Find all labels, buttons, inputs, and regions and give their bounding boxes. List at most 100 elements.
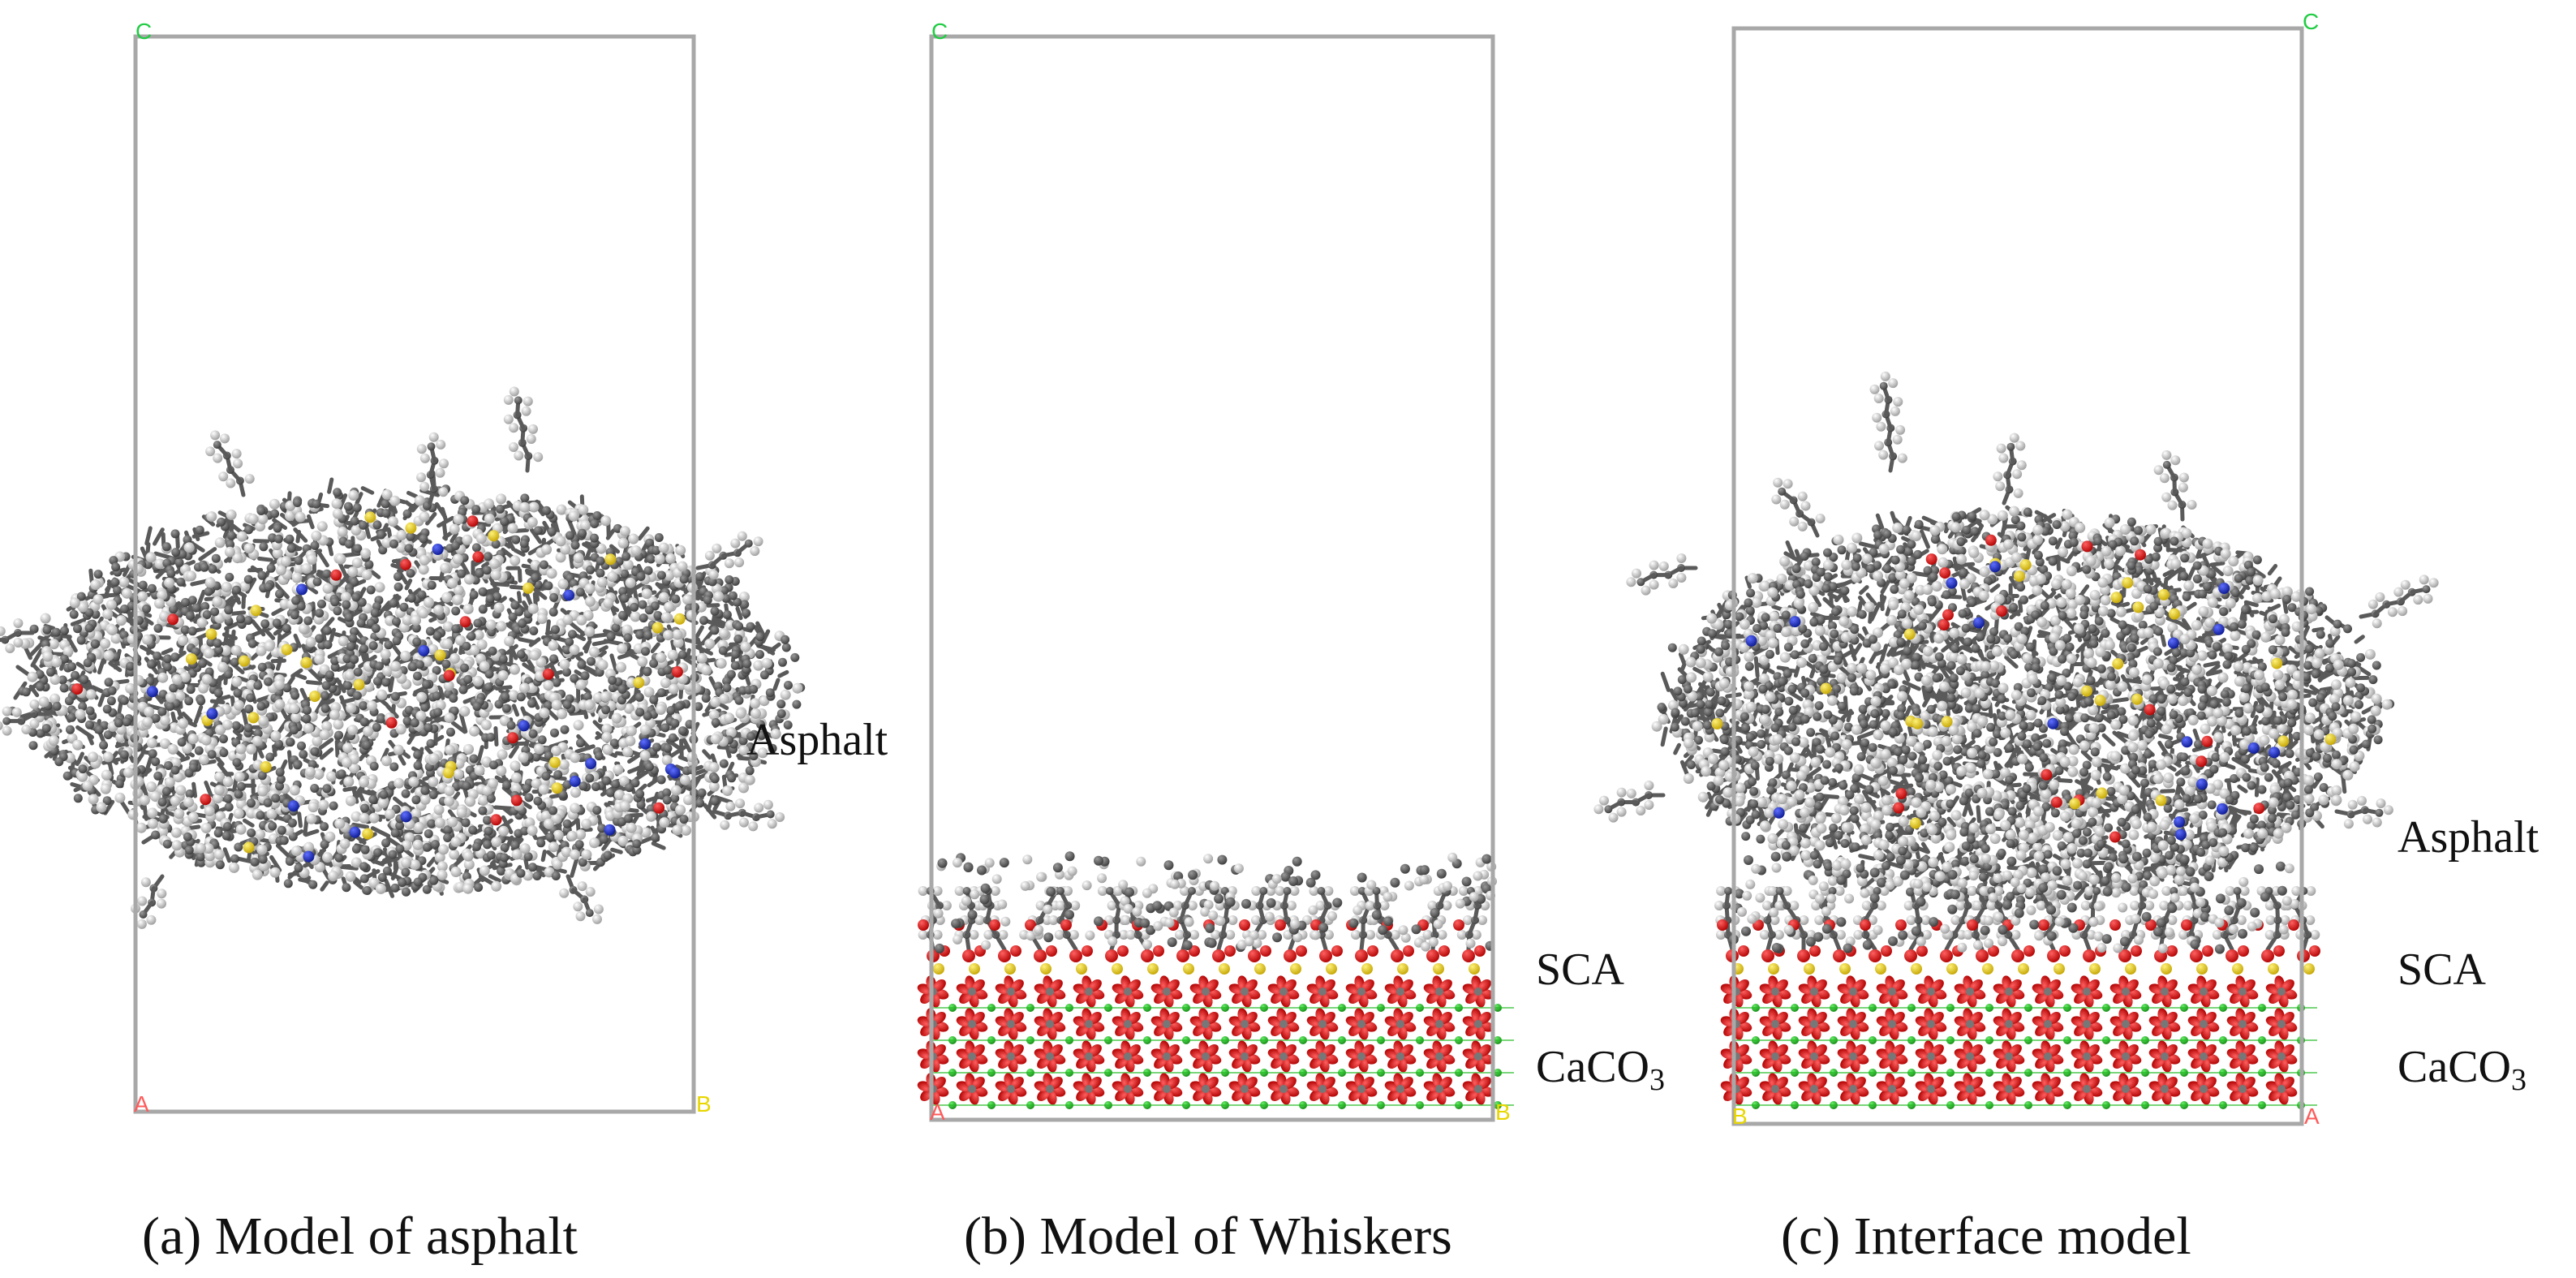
carbonate-group	[1915, 1073, 1947, 1105]
carbon-atom	[520, 493, 530, 503]
oxygen-atom	[1105, 949, 1118, 962]
carbon-atom	[1283, 887, 1292, 895]
hydrogen-atom	[258, 715, 269, 726]
carbon-atom	[359, 862, 369, 871]
bond	[579, 827, 593, 833]
carbon-atom	[783, 721, 793, 729]
carbon-atom	[601, 705, 611, 715]
sulfur-atom	[442, 767, 454, 779]
hydrogen-atom	[452, 553, 463, 565]
carbonate-group	[1423, 975, 1456, 1008]
hydrogen-atom	[617, 537, 629, 549]
carbon-atom	[69, 609, 79, 619]
sulfur-atom	[300, 656, 312, 669]
carbon-atom	[233, 688, 243, 698]
hydrogen-atom	[600, 691, 611, 703]
bond	[141, 834, 155, 845]
carbon-atom	[230, 657, 240, 667]
carbon-atom	[472, 842, 482, 851]
carbon-atom	[1056, 887, 1064, 895]
hydrogen-atom	[359, 777, 369, 788]
sca-atom	[1107, 936, 1118, 946]
carbon-atom	[578, 528, 587, 538]
carbon-atom	[204, 587, 213, 596]
hydrogen-atom	[361, 570, 372, 580]
hydrogen-atom	[474, 764, 485, 776]
oxygen-atom	[467, 515, 479, 527]
carbon-atom	[234, 842, 243, 852]
bond	[15, 665, 32, 678]
bond	[316, 572, 330, 583]
carbonate-group	[1954, 975, 1986, 1008]
hydrogen-atom	[761, 657, 772, 669]
sulfur-atom	[1183, 963, 1194, 975]
carbon-atom	[191, 603, 201, 613]
bond	[574, 633, 586, 642]
bond	[511, 704, 520, 717]
bond	[634, 767, 653, 781]
oxygen-atom	[385, 716, 398, 729]
hydrogen-atom	[708, 781, 720, 792]
bond	[370, 858, 385, 867]
sca-atom	[1168, 907, 1179, 918]
sulfur-atom	[281, 643, 293, 656]
carbon-atom	[322, 784, 332, 794]
carbon-atom	[250, 857, 260, 867]
sulfur-atom	[969, 963, 980, 975]
carbon-atom	[106, 696, 116, 706]
hydrogen-atom	[511, 772, 522, 783]
sulfur-atom	[309, 691, 320, 703]
hydrogen-atom	[106, 625, 118, 635]
bond	[334, 739, 340, 758]
carbon-atom	[373, 848, 383, 858]
carbon-atom	[268, 821, 277, 831]
bond	[241, 708, 249, 728]
panel-c-asphalt-molecules	[1593, 371, 2439, 906]
sulfur-atom	[652, 622, 664, 634]
carbon-atom	[670, 719, 680, 728]
carbon-atom	[451, 624, 461, 634]
hydrogen-atom	[269, 498, 280, 510]
bond	[394, 558, 404, 573]
hydrogen-atom	[450, 836, 462, 847]
sulfur-atom	[243, 841, 255, 854]
carbon-atom	[392, 617, 401, 626]
bond	[257, 556, 273, 562]
hydrogen-atom	[617, 643, 628, 654]
carbon-atom	[410, 718, 419, 728]
carbon-atom	[653, 611, 663, 620]
sca-atom	[1419, 875, 1430, 884]
sca-atom	[970, 889, 980, 900]
carbon-atom	[232, 585, 241, 595]
carbon-atom	[553, 770, 563, 780]
carbon-atom	[389, 762, 399, 772]
hydrogen-atom	[496, 765, 507, 777]
carbonate-group	[1306, 1008, 1339, 1040]
hydrogen-atom	[212, 596, 223, 607]
carbon-atom	[266, 563, 276, 573]
hydrogen-atom	[456, 807, 467, 818]
bond	[119, 799, 131, 815]
hydrogen-atom	[553, 829, 564, 841]
bond	[609, 653, 619, 675]
sca-atom	[1290, 919, 1301, 929]
hydrogen-atom	[469, 725, 480, 737]
hydrogen-atom	[654, 553, 665, 565]
carbon-atom	[215, 860, 225, 870]
carbon-atom	[344, 613, 354, 622]
carbon-atom	[256, 506, 266, 515]
hydrogen-atom	[314, 654, 325, 665]
hydrogen-atom	[464, 574, 475, 585]
hydrogen-atom	[103, 650, 114, 661]
carbon-atom	[516, 692, 526, 702]
hydrogen-atom	[710, 734, 721, 745]
sca-atom	[1188, 870, 1198, 880]
panel-b: C A B SCA CaCO3 (b) Model of Whiskers	[917, 19, 1665, 1266]
sca-atom	[1153, 921, 1163, 932]
hydrogen-atom	[509, 664, 520, 675]
panel-b-caco3-label: CaCO3	[1536, 1042, 1665, 1097]
carbon-atom	[139, 910, 148, 919]
carbon-atom	[548, 806, 558, 815]
carbonate-group	[1720, 975, 1752, 1008]
bond	[256, 695, 271, 703]
